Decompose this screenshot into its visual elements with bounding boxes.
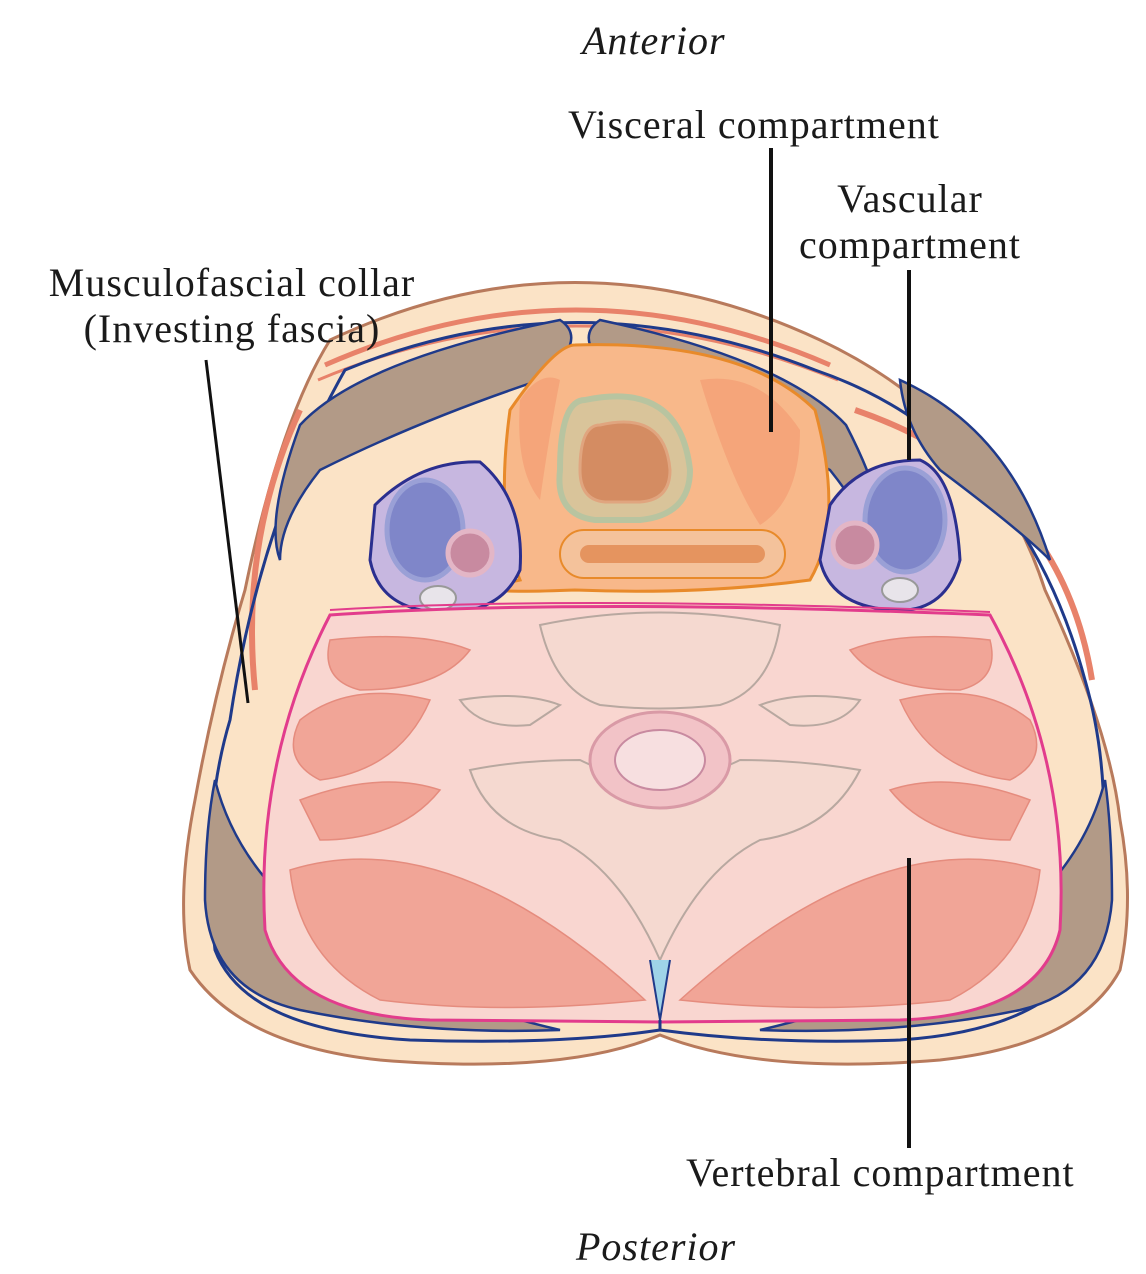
esophagus-lumen (580, 545, 765, 563)
vascular-label-line1: Vascular (780, 176, 1040, 222)
vascular-compartment-label: Vascular compartment (780, 176, 1040, 268)
carotid-left (448, 531, 492, 575)
musculofascial-label-line2: (Investing fascia) (22, 306, 442, 352)
anterior-label: Anterior (582, 18, 726, 64)
spinal-cord (615, 730, 705, 790)
trachea-lumen (580, 422, 670, 502)
vertebral-compartment-label: Vertebral compartment (686, 1150, 1075, 1196)
vascular-label-line2: compartment (780, 222, 1040, 268)
musculofascial-label-line1: Musculofascial collar (22, 260, 442, 306)
visceral-compartment-label: Visceral compartment (568, 102, 940, 148)
internal-jugular-right (865, 468, 945, 572)
vagus-right (882, 578, 918, 602)
carotid-right (833, 523, 877, 567)
posterior-label: Posterior (576, 1224, 736, 1270)
musculofascial-collar-label: Musculofascial collar (Investing fascia) (22, 260, 442, 352)
